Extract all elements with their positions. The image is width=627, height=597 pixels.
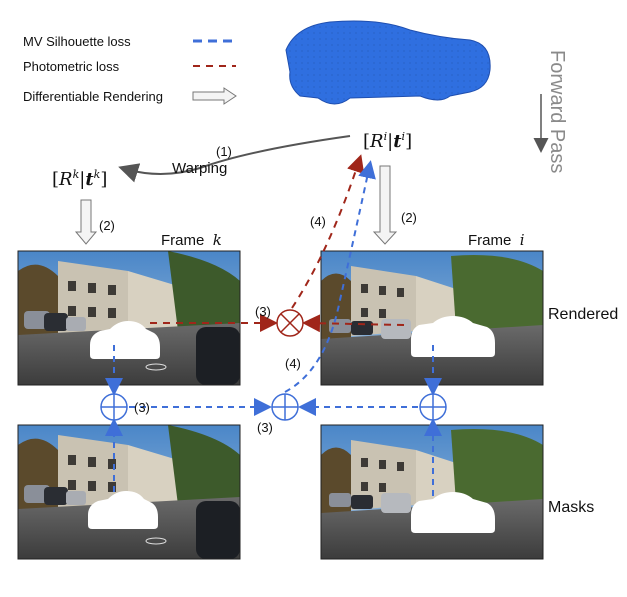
photometric-to-pose-line xyxy=(291,154,365,309)
render-step-k: (2) xyxy=(99,218,115,233)
add-operator-right xyxy=(419,393,447,421)
photometric-line-i xyxy=(302,314,405,333)
render-arrow-k xyxy=(74,199,98,245)
multiply-operator xyxy=(276,309,304,337)
pose-k-label: [Rk|tk] xyxy=(52,168,108,190)
frame-i-title: Frame i xyxy=(468,231,525,249)
photometric-compare-step: (3) xyxy=(255,304,271,319)
legend-photometric-label: Photometric loss xyxy=(23,59,120,74)
mask-combine-center-step: (3) xyxy=(257,420,273,435)
forward-pass-label: Forward Pass xyxy=(546,50,568,174)
add-operator-left xyxy=(100,393,128,421)
render-arrow-i xyxy=(372,165,398,245)
car-model xyxy=(285,20,491,105)
photometric-to-pose-step: (4) xyxy=(310,214,326,229)
warping-step: (1) xyxy=(216,144,232,159)
legend-silhouette-label: MV Silhouette loss xyxy=(23,34,131,49)
frame-k-mask-image xyxy=(17,424,241,560)
add-operator-center xyxy=(271,393,299,421)
warping-label: Warping xyxy=(172,160,228,177)
legend-rendering-label: Differentiable Rendering xyxy=(23,89,163,104)
frame-k-rendered-image xyxy=(17,250,241,386)
render-step-i: (2) xyxy=(401,210,417,225)
silhouette-to-pose-step: (4) xyxy=(285,356,301,371)
masks-row-label: Masks xyxy=(548,499,595,516)
rendered-row-label: Rendered xyxy=(548,306,619,323)
silhouette-to-pose-line xyxy=(284,160,376,393)
pose-i-label: [Ri|ti] xyxy=(363,130,413,152)
warping-arrow xyxy=(118,135,351,183)
frame-i-rendered-image xyxy=(320,250,544,386)
frame-k-title: Frame k xyxy=(161,231,222,249)
legend-rendering-arrow xyxy=(192,87,237,105)
mask-combine-left-step: (3) xyxy=(134,400,150,415)
